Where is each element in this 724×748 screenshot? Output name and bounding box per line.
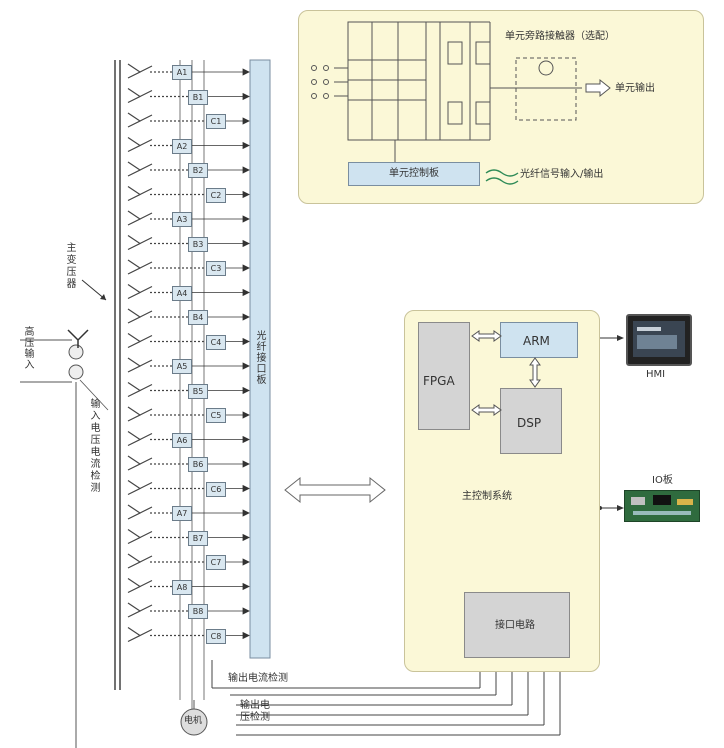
- secondary-winding-b2: [127, 161, 153, 177]
- power-cell-b4: B4: [188, 310, 208, 325]
- cell-fiber-arrowhead-b8: [242, 607, 250, 615]
- power-cell-c1: C1: [206, 114, 226, 129]
- secondary-winding-c4: [127, 333, 153, 349]
- secondary-winding-c2: [127, 186, 153, 202]
- power-cell-c3: C3: [206, 261, 226, 276]
- motor-label: 电机: [184, 716, 203, 726]
- cell-fiber-arrowhead-c4: [242, 337, 250, 346]
- power-cell-a2: A2: [172, 138, 192, 154]
- power-cell-b7: B7: [188, 530, 208, 546]
- power-cell-b1: B1: [188, 89, 208, 105]
- secondary-winding-b7: [127, 529, 153, 545]
- power-cell-a4: A4: [172, 285, 192, 301]
- power-cell-b5: B5: [188, 383, 208, 399]
- secondary-winding-b6: [127, 455, 153, 471]
- cell-fiber-arrowhead-a3: [242, 215, 250, 223]
- fiber-signal-label: 光纤信号输入/输出: [520, 169, 604, 180]
- secondary-winding-a4: [127, 284, 153, 300]
- secondary-winding-a5: [127, 357, 153, 373]
- power-cell-a5: A5: [172, 359, 192, 374]
- power-cell-a1: A1: [172, 65, 192, 80]
- secondary-winding-b8: [127, 602, 153, 618]
- cell-fiber-arrowhead-c1: [242, 117, 250, 125]
- secondary-winding-c7: [127, 553, 153, 569]
- power-cell-a6: A6: [172, 432, 192, 448]
- power-cell-c8: C8: [206, 628, 226, 644]
- secondary-winding-c5: [127, 406, 153, 422]
- secondary-winding-c8: [127, 627, 153, 643]
- secondary-winding-a2: [127, 137, 153, 153]
- bypass-contactor-label: 单元旁路接触器（选配）: [505, 31, 615, 42]
- main-control-arrows: [471, 330, 541, 416]
- io-board: [624, 490, 700, 522]
- secondary-winding-c6: [127, 480, 153, 496]
- dsp-label: DSP: [517, 416, 542, 430]
- cell-fiber-arrowhead-c7: [242, 558, 250, 566]
- secondary-winding-a6: [127, 431, 153, 447]
- unit-output-label: 单元输出: [615, 83, 655, 94]
- cell-fiber-arrowhead-c3: [242, 264, 250, 272]
- cell-fiber-arrowhead-c6: [242, 484, 250, 493]
- cell-fiber-arrowhead-a2: [242, 141, 250, 150]
- power-cell-c5: C5: [206, 408, 226, 423]
- main-control-system-label: 主控制系统: [462, 491, 512, 502]
- cell-fiber-arrowhead-b6: [242, 460, 250, 468]
- secondary-winding-a1: [127, 63, 153, 79]
- cell-fiber-arrowhead-b4: [242, 313, 250, 321]
- fiber-interface-label: 光纤接口板: [254, 330, 265, 385]
- cell-fiber-arrowhead-c8: [242, 631, 250, 640]
- secondary-winding-b3: [127, 235, 153, 251]
- power-cell-a7: A7: [172, 506, 192, 521]
- secondary-winding-a3: [127, 210, 153, 226]
- transformer-label: 主变压器: [64, 242, 75, 290]
- cell-fiber-arrowhead-b2: [242, 166, 250, 174]
- input-detect-label: 输入电压电流检测: [88, 398, 99, 494]
- cell-fiber-arrowhead-b3: [242, 239, 250, 248]
- arm-label: ARM: [523, 334, 550, 348]
- unit-panel-circuit: [311, 21, 611, 185]
- power-cell-c4: C4: [206, 334, 226, 350]
- secondary-winding-b4: [127, 308, 153, 324]
- fpga-label: FPGA: [423, 374, 455, 388]
- cell-fiber-arrowhead-a1: [242, 68, 250, 76]
- hmi-device: [626, 314, 692, 366]
- cell-fiber-arrowhead-a5: [242, 362, 250, 370]
- cell-fiber-arrowhead-a8: [242, 582, 250, 591]
- secondary-winding-b1: [127, 88, 153, 104]
- unit-control-board: 单元控制板: [348, 162, 480, 186]
- cell-fiber-arrowhead-c2: [242, 190, 250, 199]
- output-current-label: 输出电流检测: [228, 673, 288, 684]
- io-board-label: IO板: [652, 475, 673, 486]
- cell-fiber-arrowhead-a7: [242, 509, 250, 517]
- hmi-screen: [633, 321, 685, 357]
- interface-circuit-label: 接口电路: [495, 620, 535, 631]
- secondary-winding-a7: [127, 504, 153, 520]
- fpga-block: FPGA: [418, 322, 470, 430]
- cell-fiber-arrowhead-c5: [242, 411, 250, 419]
- cell-fiber-arrowhead-a6: [242, 435, 250, 444]
- hmi-label: HMI: [646, 369, 666, 380]
- interface-circuit-block: 接口电路: [464, 592, 570, 658]
- secondary-winding-a8: [127, 578, 153, 594]
- cell-fiber-arrowhead-a4: [242, 288, 250, 297]
- cell-fiber-arrowhead-b7: [242, 533, 250, 542]
- arm-block: ARM: [500, 322, 578, 358]
- cell-fiber-arrowhead-b1: [242, 92, 250, 101]
- power-cell-a3: A3: [172, 212, 192, 227]
- power-cell-c2: C2: [206, 187, 226, 203]
- dsp-block: DSP: [500, 388, 562, 454]
- secondary-winding-b5: [127, 382, 153, 398]
- power-cell-b6: B6: [188, 457, 208, 472]
- cell-fiber-arrowhead-b5: [242, 386, 250, 395]
- secondary-winding-c1: [127, 112, 153, 128]
- power-cell-c7: C7: [206, 555, 226, 570]
- power-cell-b2: B2: [188, 163, 208, 178]
- power-cell-a8: A8: [172, 579, 192, 595]
- power-cell-c6: C6: [206, 481, 226, 497]
- hv-input-label: 高压输入: [22, 326, 33, 370]
- secondary-winding-c3: [127, 259, 153, 275]
- output-voltage-label: 输出电压检测: [240, 700, 270, 723]
- power-cell-b8: B8: [188, 604, 208, 619]
- power-cell-b3: B3: [188, 236, 208, 252]
